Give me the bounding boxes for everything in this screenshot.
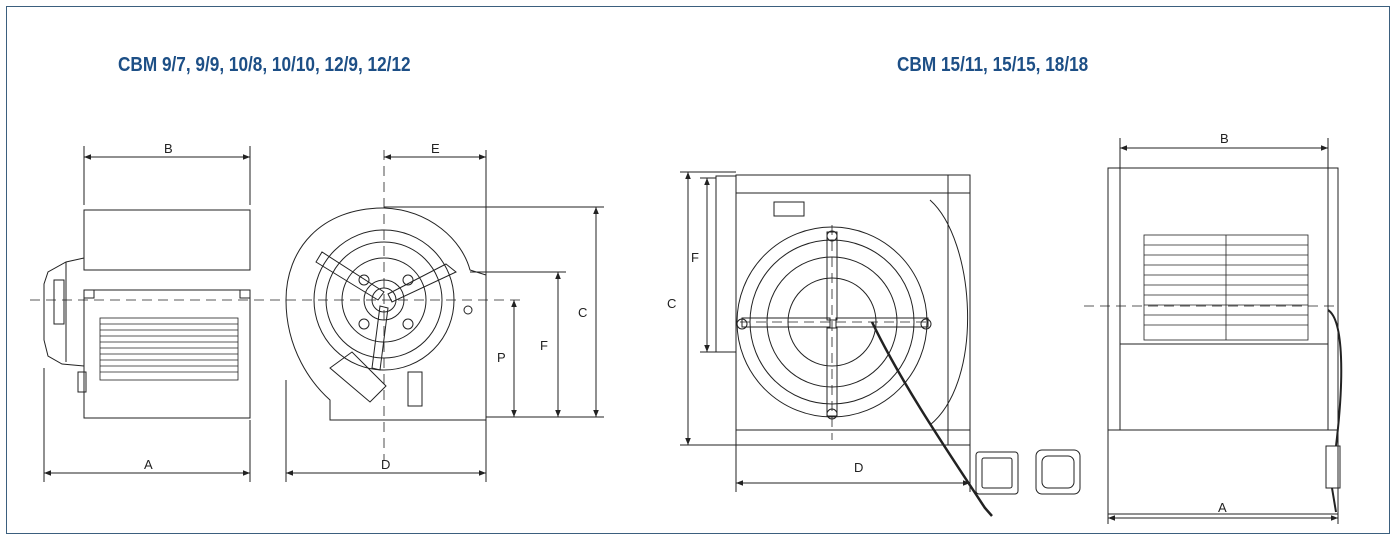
title-left-models: CBM 9/7, 9/9, 10/8, 10/10, 12/9, 12/12 (118, 54, 411, 76)
right-side-view (1084, 138, 1343, 524)
dim-label-f-left: F (540, 338, 548, 353)
dim-label-d-right: D (854, 460, 863, 475)
dim-label-b-left: B (164, 141, 173, 156)
dim-label-b-right: B (1220, 131, 1229, 146)
left-side-view (30, 146, 270, 482)
dim-label-e: E (431, 141, 440, 156)
dim-label-a-right: A (1218, 500, 1227, 515)
dim-label-c-right: C (667, 296, 676, 311)
left-front-view (270, 150, 604, 482)
dim-label-d-left: D (381, 457, 390, 472)
dim-label-a-left: A (144, 457, 153, 472)
dim-label-f-right: F (691, 250, 699, 265)
dim-label-c-left: C (578, 305, 587, 320)
right-front-view (680, 171, 1081, 517)
title-right-models: CBM 15/11, 15/15, 18/18 (897, 54, 1089, 76)
dim-label-p: P (497, 350, 506, 365)
